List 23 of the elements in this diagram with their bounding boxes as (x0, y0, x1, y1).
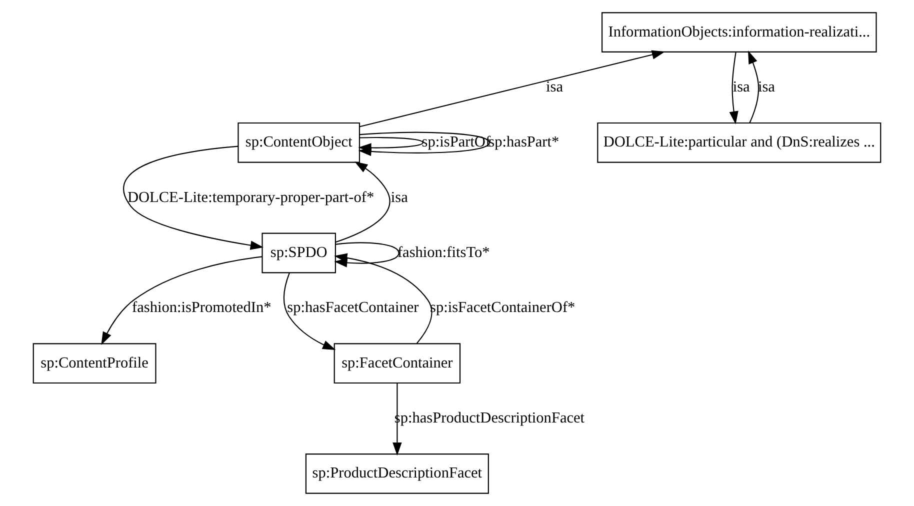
arrow (335, 161, 390, 243)
arrow (729, 52, 738, 124)
edge-label: isa (390, 188, 408, 206)
arrow (283, 272, 336, 350)
edge-label: fashion:fitsTo* (397, 244, 490, 262)
arrow (748, 50, 760, 123)
edge-label: fashion:isPromotedIn* (132, 299, 272, 316)
node-box: DOLCE-Lite:particular and (DnS:realizes ... (597, 122, 882, 163)
node-box: sp:ProductDescriptionFacet (305, 453, 489, 494)
edge-label: sp:hasFacetContainer (287, 299, 419, 316)
node-box: sp:SPDO (262, 232, 336, 274)
arrow (101, 256, 262, 345)
arrow (123, 146, 264, 250)
node-box: InformationObjects:information-realizati... (601, 12, 877, 53)
edge-label: sp:hasPart* (488, 134, 560, 151)
node-box: sp:ContentProfile (32, 343, 156, 384)
node-box: sp:ContentObject (238, 122, 360, 163)
node-box: sp:FacetContainer (334, 343, 461, 384)
arrow (392, 383, 402, 456)
edge-label: DOLCE-Lite:temporary-proper-part-of* (127, 188, 374, 206)
edge-label: isa (732, 78, 750, 96)
edge-label: isa (546, 78, 563, 96)
arrow (360, 50, 666, 128)
